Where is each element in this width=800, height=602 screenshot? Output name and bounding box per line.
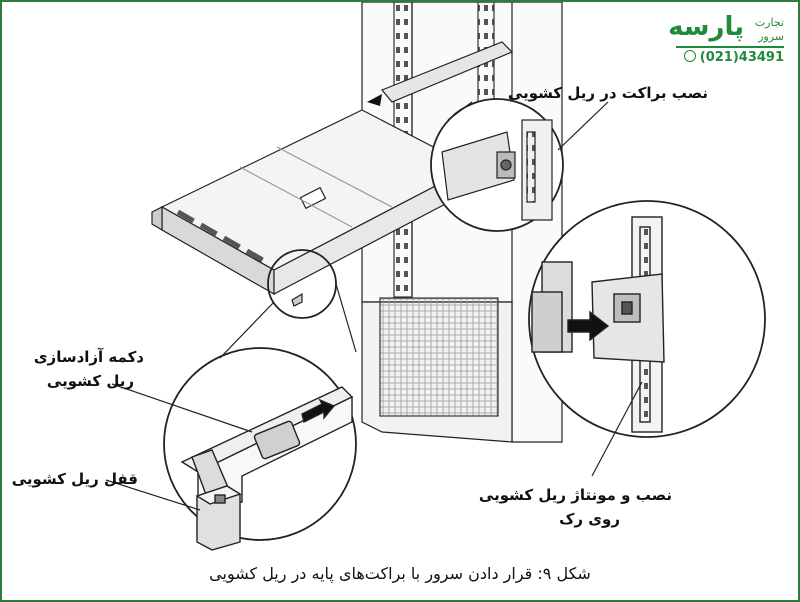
label-leaders <box>105 101 643 511</box>
label-slide-lock: قفل ریل کشویی <box>11 470 138 488</box>
figure-caption: شکل ۹: قرار دادن سرور با براکت‌های پایه … <box>209 564 591 583</box>
label-release-button-line-1: دکمه آزادسازی <box>33 348 144 366</box>
logo-phone-number: (021)43491 <box>699 50 784 65</box>
label-bracket-install: نصب براکت در ریل کشویی <box>507 84 708 102</box>
label-mount-line-1: نصب و مونتاژ ریل کشویی <box>478 486 672 504</box>
bracket-detail <box>441 119 553 221</box>
logo-brand: پارسه <box>668 12 744 42</box>
release-lock-detail <box>180 386 354 551</box>
logo-line-1: تجارت <box>754 16 784 29</box>
label-release-button-line-2: ریل کشویی <box>46 372 134 390</box>
server-chassis <box>151 109 474 307</box>
rack-mount-detail <box>531 216 665 433</box>
phone-icon <box>683 50 696 62</box>
logo-phone: (021)43491 <box>683 50 784 65</box>
logo-line-2: سرور <box>758 30 784 43</box>
brand-logo: پارسه تجارت سرور (021)43491 <box>668 12 784 72</box>
label-mount-line-2: روی رک <box>559 510 620 528</box>
logo-rule <box>676 46 784 48</box>
